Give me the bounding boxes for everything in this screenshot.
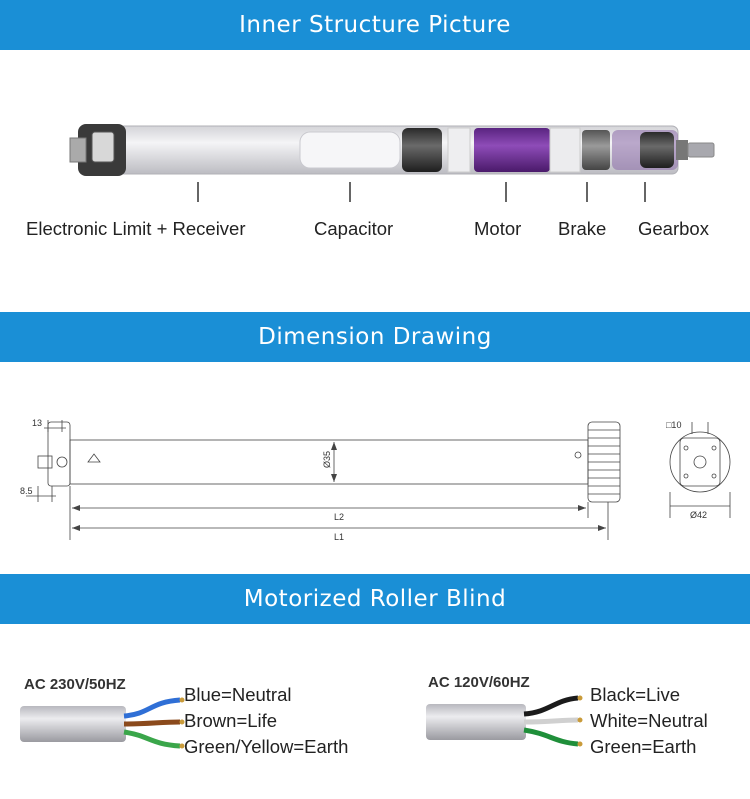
wire-label-black-live: Black=Live [590, 684, 680, 705]
voltage-label-230v: AC 230V/50HZ [24, 676, 126, 693]
dim-square-10-label: □10 [666, 420, 681, 430]
section-title: Dimension Drawing [258, 324, 492, 350]
wire-label-green-earth: Green=Earth [590, 736, 697, 757]
dimension-drawing: 13 8.5 Ø35 L2 L1 □10 Ø42 [20, 418, 731, 542]
section-header-dimension-drawing: Dimension Drawing [0, 312, 750, 362]
section-header-inner-structure: Inner Structure Picture [0, 0, 750, 50]
dim-13-label: 13 [32, 418, 42, 428]
section-header-motorized-roller-blind: Motorized Roller Blind [0, 574, 750, 624]
dim-diameter-35-label: Ø35 [322, 451, 332, 468]
motor-inner-structure-illustration [69, 124, 715, 202]
part-label-gearbox: Gearbox [638, 218, 709, 239]
wire-label-brown-life: Brown=Life [184, 710, 278, 731]
section-title: Inner Structure Picture [239, 12, 511, 38]
dim-l2-label: L2 [334, 512, 344, 522]
cable-120v-illustration [426, 695, 583, 747]
dim-l1-label: L1 [334, 532, 344, 542]
dim-diameter-42-label: Ø42 [690, 510, 707, 520]
wire-label-white-neutral: White=Neutral [590, 710, 708, 731]
wire-label-green-yellow-earth: Green/Yellow=Earth [184, 736, 349, 757]
voltage-label-120v: AC 120V/60HZ [428, 674, 530, 691]
dim-8-5-label: 8.5 [20, 486, 33, 496]
cable-230v-illustration [20, 697, 185, 749]
wire-label-blue-neutral: Blue=Neutral [184, 684, 292, 705]
section-title: Motorized Roller Blind [243, 586, 507, 612]
part-label-brake: Brake [558, 218, 607, 239]
part-label-electronic-limit: Electronic Limit + Receiver [26, 218, 246, 239]
part-label-capacitor: Capacitor [314, 218, 394, 239]
part-label-motor: Motor [474, 218, 522, 239]
